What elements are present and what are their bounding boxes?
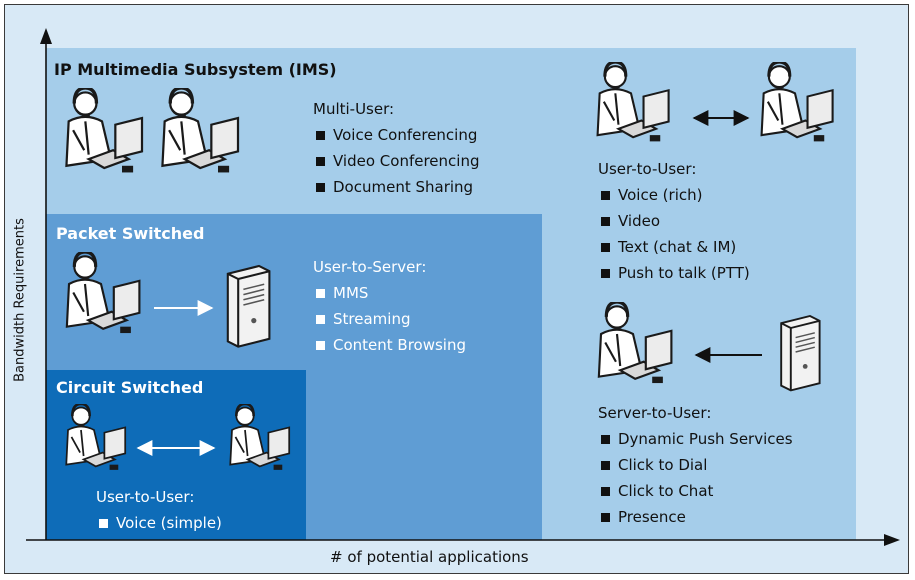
list-item: Streaming	[313, 306, 466, 332]
ims-user-to-user-block: User-to-User: Voice (rich) Video Text (c…	[598, 156, 750, 286]
list-item: Voice Conferencing	[313, 122, 479, 148]
list-item: Voice (rich)	[598, 182, 750, 208]
user-at-computer-icon	[228, 404, 291, 472]
server-to-user-block: Server-to-User: Dynamic Push Services Cl…	[598, 400, 793, 530]
server-tower-icon	[226, 264, 271, 348]
user-at-computer-icon	[65, 252, 142, 335]
list-item: Dynamic Push Services	[598, 426, 793, 452]
list-item: Video Conferencing	[313, 148, 479, 174]
list-item: Video	[598, 208, 750, 234]
ims-title: IP Multimedia Subsystem (IMS)	[54, 60, 337, 79]
user-to-user-heading: User-to-User:	[96, 488, 195, 506]
user-to-server-block: User-to-Server: MMS Streaming Content Br…	[313, 254, 466, 358]
x-axis-arrow-icon	[884, 534, 900, 546]
user-to-user-heading: User-to-User:	[598, 160, 697, 178]
list-item: MMS	[313, 280, 466, 306]
list-item: Push to talk (PTT)	[598, 260, 750, 286]
user-at-computer-icon	[64, 404, 127, 472]
user-at-computer-icon	[597, 302, 674, 385]
list-item: Text (chat & IM)	[598, 234, 750, 260]
list-item: Presence	[598, 504, 793, 530]
user-at-computer-icon	[160, 88, 240, 175]
server-tower-icon	[780, 314, 821, 392]
multi-user-heading: Multi-User:	[313, 100, 395, 118]
y-axis-label: Bandwidth Requirements	[12, 218, 28, 382]
server-to-user-heading: Server-to-User:	[598, 404, 712, 422]
user-at-computer-icon	[759, 62, 835, 143]
list-item: Click to Chat	[598, 478, 793, 504]
x-axis-label: # of potential applications	[330, 548, 529, 566]
user-to-server-heading: User-to-Server:	[313, 258, 427, 276]
multi-user-block: Multi-User: Voice Conferencing Video Con…	[313, 96, 479, 200]
y-axis-arrow-icon	[40, 28, 52, 44]
cs-user-to-user-block: User-to-User: Voice (simple)	[96, 484, 222, 536]
user-at-computer-icon	[595, 62, 671, 143]
user-at-computer-icon	[64, 88, 144, 175]
list-item: Content Browsing	[313, 332, 466, 358]
circuit-switched-title: Circuit Switched	[56, 378, 204, 397]
list-item: Document Sharing	[313, 174, 479, 200]
list-item: Click to Dial	[598, 452, 793, 478]
list-item: Voice (simple)	[96, 510, 222, 536]
packet-switched-title: Packet Switched	[56, 224, 205, 243]
